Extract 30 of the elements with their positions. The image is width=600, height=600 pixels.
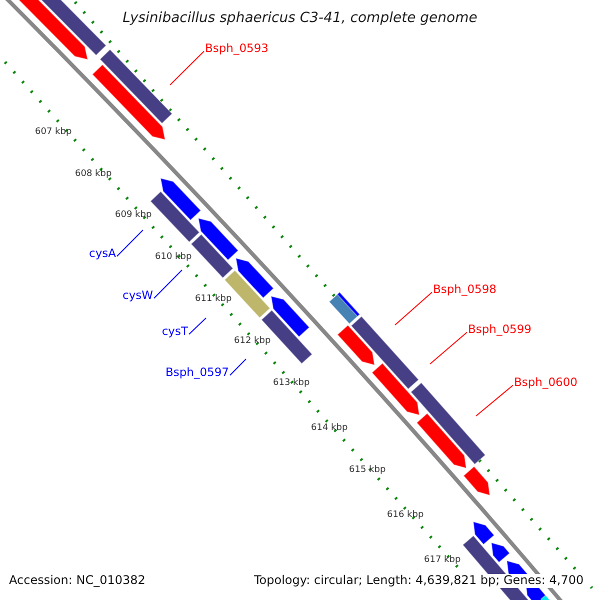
position-label: 617 kbp (424, 555, 461, 566)
genome-summary-text: Topology: circular; Length: 4,639,821 bp; Genes: 4,700 (252, 574, 586, 588)
leader-line (170, 50, 204, 86)
accession-text: Accession: NC_010382 (7, 574, 148, 588)
leader-line (154, 270, 182, 299)
diagram-title: Lysinibacillus sphaericus C3-41, complete genome (122, 10, 478, 26)
gene-label: Bsph_0593 (205, 42, 268, 56)
gene-label: cysT (162, 325, 188, 338)
position-label: 610 kbp (155, 252, 192, 262)
position-label: 613 kbp (273, 378, 310, 388)
position-label: 608 kbp (75, 169, 112, 180)
gene-label: cysW (122, 289, 153, 302)
position-label: 616 kbp (387, 510, 424, 520)
leader-line (188, 318, 206, 335)
gene-label: cysA (89, 247, 116, 260)
position-label: 615 kbp (349, 465, 386, 476)
leader-line (394, 292, 432, 326)
position-label: 607 kbp (35, 127, 72, 138)
gene-label: Bsph_0598 (433, 283, 496, 296)
position-label: 612 kbp (234, 336, 271, 346)
leader-line (116, 230, 144, 257)
gene-label: Bsph_0599 (468, 323, 532, 336)
leader-line (230, 358, 246, 376)
position-label: 614 kbp (311, 423, 348, 434)
leader-line (430, 332, 468, 364)
position-label: 611 kbp (195, 294, 232, 304)
gene-label: Bsph_0597 (166, 366, 229, 380)
position-label: 609 kbp (115, 210, 152, 220)
leader-line (476, 384, 514, 416)
gene-label: Bsph_0600 (514, 376, 578, 390)
